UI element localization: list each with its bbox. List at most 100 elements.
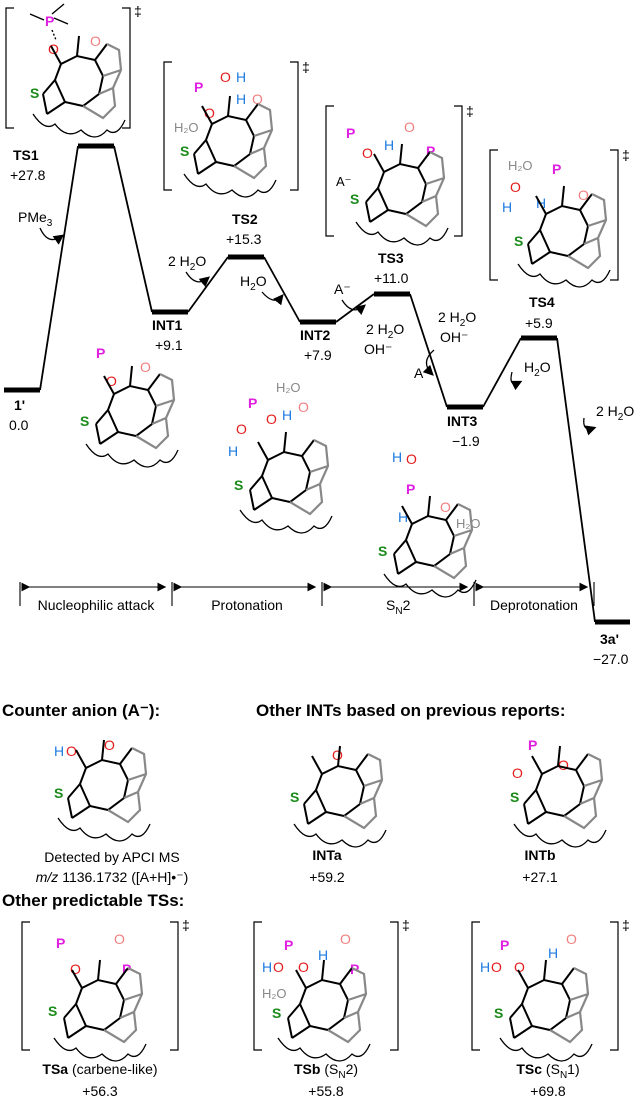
- tsb-energy: +55.8: [308, 1083, 344, 1099]
- int3-h: H: [392, 449, 402, 465]
- tsc-label: TSc (SN1): [516, 1061, 579, 1081]
- stage-nucleophilic-attack: Nucleophilic attack: [38, 597, 156, 613]
- stage-sn2: SN2: [386, 597, 411, 617]
- other-ints-section: Other INTs based on previous reports: O …: [256, 701, 608, 885]
- svg-text:O: O: [558, 757, 569, 773]
- oh-minus-2: OH⁻: [440, 329, 468, 345]
- ts1-structure: ‡ P O O S: [5, 3, 142, 139]
- svg-text:P: P: [284, 937, 293, 953]
- energy-connectors: [39, 145, 596, 623]
- label-int2: INT2: [300, 327, 331, 343]
- ts2-o2: O: [204, 105, 215, 121]
- tsa-label: TSa (carbene-like): [42, 1061, 157, 1077]
- ts3-o1: O: [362, 145, 373, 161]
- svg-text:O: O: [104, 737, 115, 753]
- svg-text:P: P: [528, 737, 537, 753]
- other-ints-heading: Other INTs based on previous reports:: [256, 701, 566, 720]
- svg-text:2 H2O: 2 H2O: [366, 321, 404, 341]
- svg-text:S: S: [290, 789, 299, 805]
- int3-o2: O: [440, 499, 451, 515]
- svg-text:‡: ‡: [134, 3, 142, 19]
- svg-text:O: O: [340, 931, 351, 947]
- label-ts1: TS1: [13, 147, 39, 163]
- svg-text:S: S: [48, 1003, 57, 1019]
- svg-text:2 H2O: 2 H2O: [438, 309, 476, 329]
- two-h2o-f: 2 H: [596, 403, 618, 419]
- svg-text:O: O: [512, 765, 523, 781]
- energy-ts1: +27.8: [10, 167, 46, 183]
- svg-text:H: H: [54, 743, 64, 759]
- ts2-structure: ‡ P O H H O H₂O O S: [163, 59, 310, 199]
- intb-name: INTb: [524, 847, 555, 863]
- pme3-sub: 3: [47, 218, 53, 229]
- ts2-o3: O: [252, 91, 263, 107]
- int3-structure: H O P H O H₂O S: [378, 449, 481, 599]
- int1-o1: O: [106, 373, 117, 389]
- label-ts4: TS4: [529, 294, 555, 310]
- energy-ts3: +11.0: [374, 270, 409, 286]
- int2-o2: O: [298, 399, 309, 415]
- ts3-structure: ‡ P O H O P A⁻ S: [325, 103, 474, 247]
- ts3-s: S: [350, 191, 359, 207]
- svg-text:O: O: [514, 959, 525, 975]
- energy-ts4: +5.9: [525, 315, 553, 331]
- two-h2o-a: 2 H: [168, 253, 190, 269]
- ts1-p: P: [45, 13, 54, 29]
- ts1-o2: O: [90, 33, 101, 49]
- stage-ruler: Nucleophilic attack Protonation SN2 Depr…: [19, 582, 595, 617]
- tsa-energy: +56.3: [82, 1083, 118, 1099]
- int3-h2: H: [398, 509, 408, 525]
- int1-p: P: [96, 345, 105, 361]
- svg-text:H2O: H2O: [240, 273, 267, 293]
- svg-text:S: S: [272, 1005, 281, 1021]
- svg-text:‡: ‡: [302, 59, 310, 75]
- svg-text:‡: ‡: [466, 103, 474, 119]
- int2-water: H₂O: [276, 380, 301, 395]
- int2-h2: H: [228, 443, 238, 459]
- ts3-o2: O: [404, 119, 415, 135]
- counter-anion-section: Counter anion (A⁻): H O O S Detected by …: [2, 701, 188, 885]
- svg-text:O: O: [332, 747, 343, 763]
- label-int1: INT1: [152, 317, 183, 333]
- int2-o1: O: [266, 411, 277, 427]
- pme3-label: PMe: [18, 209, 47, 225]
- energy-3aprime: −27.0: [593, 651, 629, 667]
- energy-1prime: 0.0: [9, 417, 29, 433]
- svg-text:‡: ‡: [402, 917, 410, 933]
- svg-text:S: S: [54, 785, 63, 801]
- ts4-h1: H: [502, 199, 512, 215]
- int2-h1: H: [282, 407, 292, 423]
- svg-text:H: H: [548, 945, 558, 961]
- ts3-h: H: [384, 137, 394, 153]
- reagent-annotations: PMe3 2 H2O H2O A⁻ 2 H2O OH⁻ 2 H2O OH⁻ A⁻…: [18, 209, 634, 436]
- int3-p: P: [406, 481, 415, 497]
- int2-structure: P H₂O O H O O H S: [228, 380, 334, 535]
- ts4-h2: H: [536, 195, 546, 211]
- inta-energy: +59.2: [309, 869, 345, 885]
- svg-text:H: H: [318, 947, 328, 963]
- counter-anion-heading: Counter anion (A⁻):: [2, 701, 160, 720]
- int3-s: S: [378, 543, 387, 559]
- label-ts2: TS2: [232, 211, 258, 227]
- energy-int1: +9.1: [155, 337, 183, 353]
- a-minus-2: A⁻: [414, 365, 431, 381]
- energy-int2: +7.9: [304, 347, 332, 363]
- svg-text:S: S: [494, 1005, 503, 1021]
- oh-minus-1: OH⁻: [364, 341, 392, 357]
- ts2-h2: H: [236, 91, 246, 107]
- svg-text:‡: ‡: [182, 917, 190, 933]
- ts3-a: A⁻: [336, 174, 352, 189]
- ts4-structure: ‡ H₂O P O H H O S: [489, 147, 630, 289]
- ts3-p2: P: [426, 143, 435, 159]
- ts4-s: S: [514, 233, 523, 249]
- other-ts-heading: Other predictable TSs:: [2, 891, 184, 910]
- h2o-e: H: [524, 359, 534, 375]
- svg-text:P: P: [500, 937, 509, 953]
- ts4-o2: O: [578, 187, 589, 203]
- apci-line2: m/z 1136.1732 ([A+H]•⁻): [36, 869, 189, 885]
- apci-line1: Detected by APCI MS: [44, 849, 179, 865]
- int3-o: O: [406, 451, 417, 467]
- ts4-o1: O: [510, 179, 521, 195]
- label-1prime: 1': [14, 397, 25, 413]
- energy-labels: 1' 0.0 TS1 +27.8 INT1 +9.1 TS2 +15.3 INT…: [9, 147, 629, 667]
